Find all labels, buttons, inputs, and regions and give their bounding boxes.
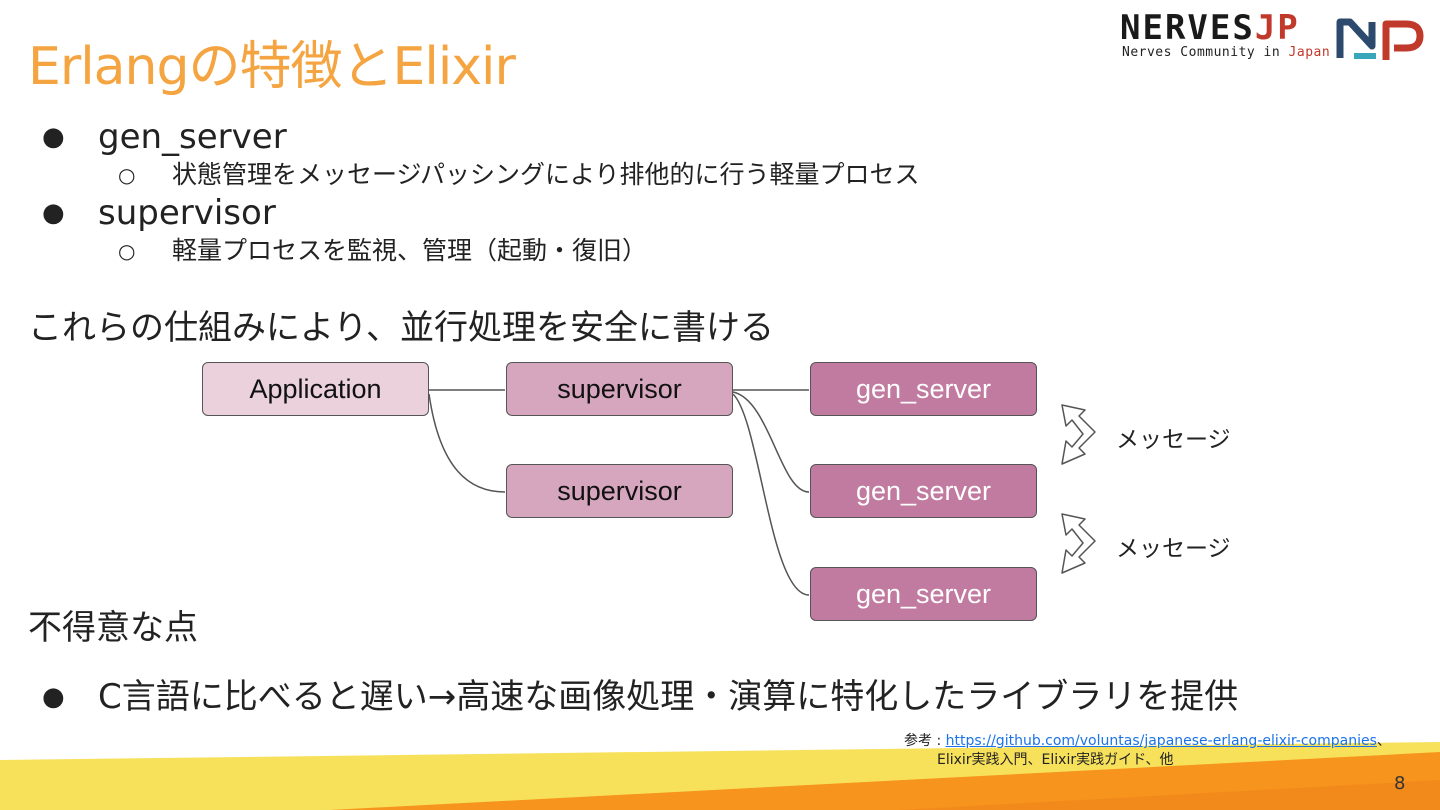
sub-bullet-gen-server: ○ 状態管理をメッセージパッシングにより排他的に行う軽量プロセス xyxy=(118,158,1018,192)
logo-subtitle-jp: Japan xyxy=(1288,45,1331,60)
weakness-bullet-text: C言語に比べると遅い→高速な画像処理・演算に特化したライブラリを提供 xyxy=(98,677,1239,717)
bullet-text: supervisor xyxy=(98,193,276,233)
sub-bullet-text: 軽量プロセスを監視、管理（起動・復旧） xyxy=(172,236,648,265)
bullet-marker: ● xyxy=(42,198,65,228)
sub-bullet-supervisor: ○ 軽量プロセスを監視、管理（起動・復旧） xyxy=(118,234,1018,268)
connector-app-sup2 xyxy=(428,393,506,493)
connector-sup1-gen3 xyxy=(732,393,810,596)
node-application: Application xyxy=(202,362,429,416)
message-label-2: メッセージ xyxy=(1116,536,1231,562)
bullet-marker: ● xyxy=(42,122,65,152)
node-supervisor-2: supervisor xyxy=(506,464,733,518)
weakness-heading: 不得意な点 xyxy=(28,608,198,648)
logo-name-main: NERVES xyxy=(1120,8,1255,48)
bullet-supervisor: ● supervisor xyxy=(42,192,642,234)
reference-line-1: 参考 : https://github.com/voluntas/japanes… xyxy=(904,730,1391,750)
sub-bullet-marker: ○ xyxy=(118,163,136,187)
reference-link[interactable]: https://github.com/voluntas/japanese-erl… xyxy=(945,733,1377,749)
node-gen-server-3: gen_server xyxy=(810,567,1037,621)
footer-band xyxy=(0,742,1440,810)
connector-sup1-gen2 xyxy=(732,391,810,493)
logo-np-mark-icon xyxy=(1336,18,1424,60)
bullet-gen-server: ● gen_server xyxy=(42,116,642,158)
logo-wordmark: NERVESJP xyxy=(1120,8,1300,48)
node-gen-server-1: gen_server xyxy=(810,362,1037,416)
message-arrow-icon-2 xyxy=(1061,513,1096,574)
weakness-bullet: ● C言語に比べると遅い→高速な画像処理・演算に特化したライブラリを提供 xyxy=(42,676,1282,718)
sub-bullet-text: 状態管理をメッセージパッシングにより排他的に行う軽量プロセス xyxy=(172,160,920,189)
nerves-jp-logo: NERVESJP Nerves Community in Japan xyxy=(1120,8,1430,68)
sub-bullet-marker: ○ xyxy=(118,239,136,263)
slide-title: Erlangの特徴とElixir xyxy=(28,37,516,97)
message-label-1: メッセージ xyxy=(1116,427,1231,453)
reference-line-2: Elixir実践入門、Elixir実践ガイド、他 xyxy=(937,752,1174,768)
node-gen-server-2: gen_server xyxy=(810,464,1037,518)
message-arrow-icon-1 xyxy=(1061,404,1096,465)
node-supervisor-1: supervisor xyxy=(506,362,733,416)
logo-subtitle-main: Nerves Community in xyxy=(1122,45,1289,60)
logo-subtitle: Nerves Community in Japan xyxy=(1122,45,1330,60)
reference-prefix: 参考 : xyxy=(904,733,946,749)
page-number: 8 xyxy=(1394,773,1406,794)
bullet-marker: ● xyxy=(42,682,65,712)
logo-name-jp: JP xyxy=(1254,8,1300,48)
reference-after-link: 、 xyxy=(1376,733,1391,749)
bullet-text: gen_server xyxy=(98,117,287,157)
statement-text: これらの仕組みにより、並行処理を安全に書ける xyxy=(28,308,774,348)
